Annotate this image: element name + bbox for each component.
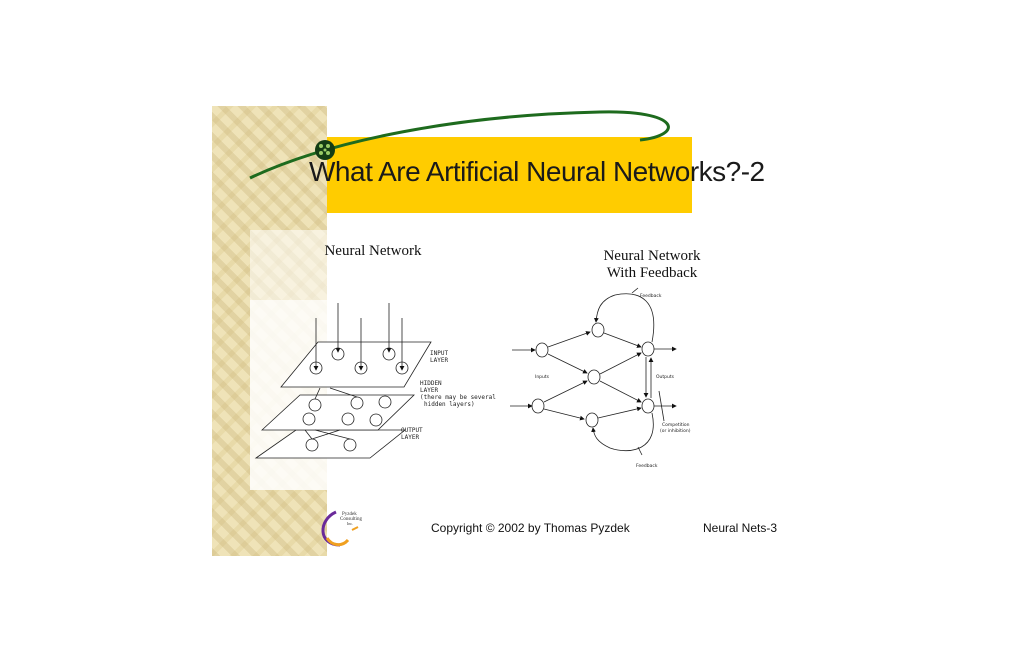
strip-highlight — [250, 230, 327, 300]
feedback-network-diagram — [510, 287, 677, 456]
output-layer-plane — [254, 429, 407, 459]
hidden-layer-plane — [260, 394, 415, 431]
input-layer-label: INPUT — [430, 350, 448, 357]
pyzdek-logo: Pyzdek Consulting Inc. — [321, 510, 362, 547]
output-layer-label: OUTPUT — [401, 427, 423, 434]
hidden-layer-label-2: LAYER — [420, 387, 438, 394]
svg-text:Consulting: Consulting — [340, 517, 362, 522]
right-diagram-caption: Neural Network With Feedback — [590, 248, 714, 282]
footer-copyright: Copyright © 2002 by Thomas Pyzdek — [431, 521, 630, 535]
footer-slide-number: Neural Nets-3 — [703, 521, 778, 535]
input-layer-label-2: LAYER — [430, 357, 448, 364]
outputs-label: Outputs — [656, 374, 675, 380]
layered-network-diagram — [254, 303, 432, 459]
competition-label: Competition — [662, 422, 690, 428]
hidden-layer-note-2: hidden layers) — [424, 401, 475, 408]
competition-label-2: (or inhibition) — [660, 428, 691, 434]
hidden-layer-label: HIDDEN — [420, 380, 442, 387]
hidden-layer-note: (there may be several — [420, 394, 496, 401]
feedback-bottom-label: Feedback — [636, 463, 658, 469]
svg-text:Inc.: Inc. — [347, 521, 353, 526]
feedback-top-label: Feedback — [640, 293, 662, 299]
left-diagram-caption: Neural Network — [324, 243, 422, 259]
output-layer-label-2: LAYER — [401, 434, 419, 441]
svg-text:Pyzdek: Pyzdek — [342, 512, 357, 517]
inputs-label: Inputs — [535, 374, 550, 380]
right-caption-line-1: Neural Network — [603, 248, 701, 264]
slide-title: What Are Artificial Neural Networks?-2 — [309, 156, 765, 187]
right-caption-line-2: With Feedback — [606, 265, 698, 281]
title-banner — [327, 137, 692, 213]
swoosh-ball-icon — [315, 140, 335, 160]
